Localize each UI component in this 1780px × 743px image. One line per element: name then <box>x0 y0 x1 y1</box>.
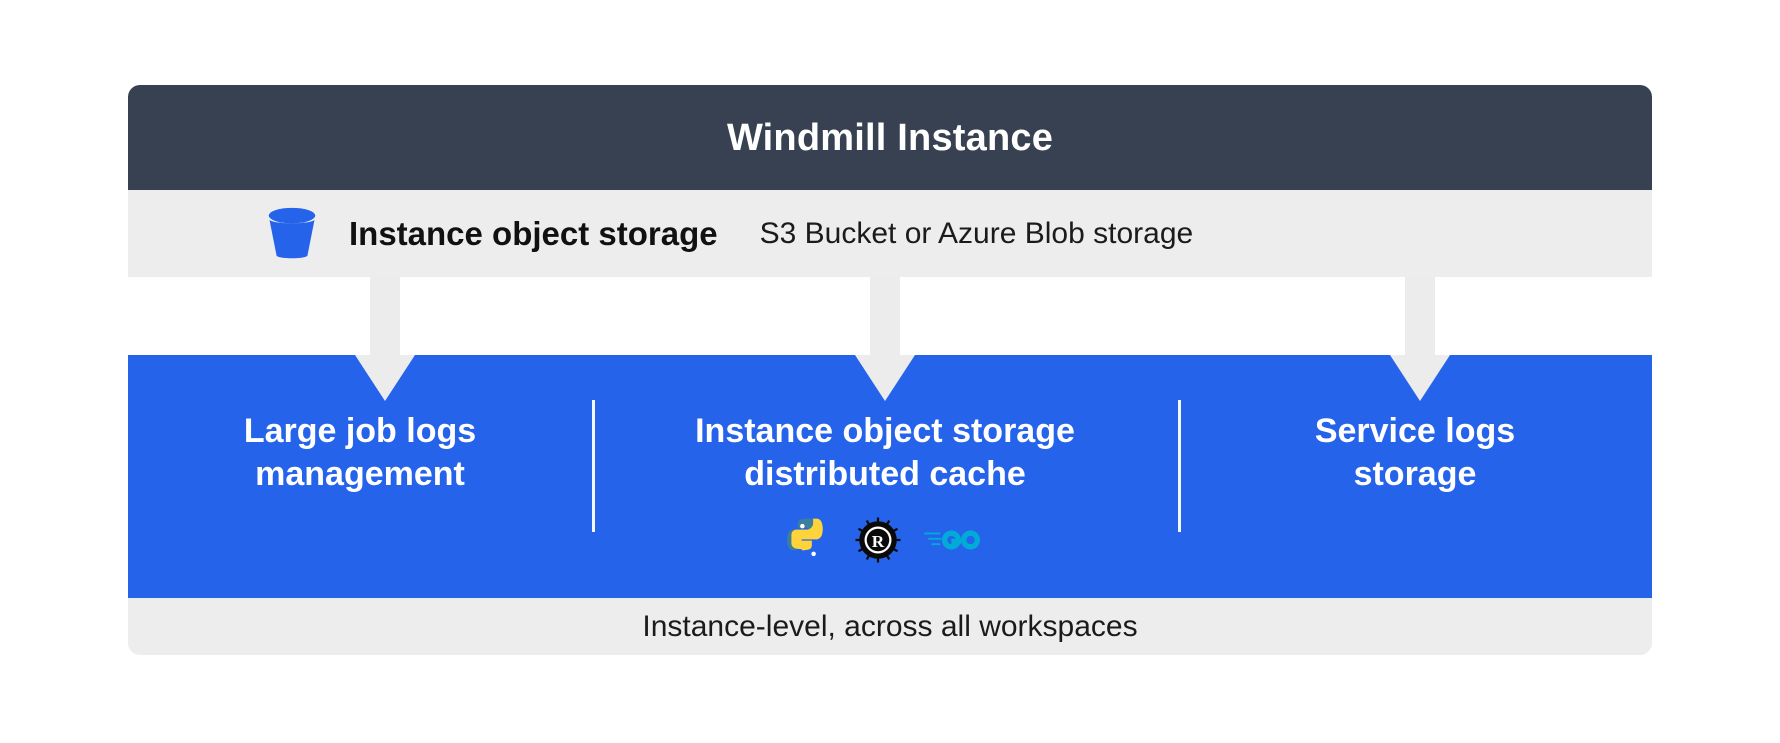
column-divider-2 <box>1178 400 1181 532</box>
bucket-icon <box>268 207 316 258</box>
rust-logo-icon: R <box>855 517 901 563</box>
arrow-head-middle <box>855 355 915 401</box>
page-title: Windmill Instance <box>726 116 1054 159</box>
language-logos: R <box>784 514 986 566</box>
feature-title: Large job logs management <box>243 412 477 493</box>
python-logo-icon <box>786 518 823 556</box>
instance-object-storage-description: S3 Bucket or Azure Blob storage <box>759 216 1194 250</box>
feature-columns: Large job logs management Instance objec… <box>128 355 1652 598</box>
svg-text:R: R <box>872 531 885 550</box>
arrow-shaft-middle <box>870 277 900 355</box>
instance-object-storage-label: Instance object storage <box>349 214 718 252</box>
windmill-instance-card: Windmill Instance Instance object storag… <box>128 85 1652 655</box>
feature-column-service-logs: Service logs storage <box>1178 355 1652 496</box>
feature-column-distributed-cache: Instance object storage distributed cach… <box>592 355 1178 566</box>
header-band: Windmill Instance <box>128 85 1652 190</box>
feature-title: Service logs storage <box>1314 412 1516 493</box>
instance-object-storage-row: Instance object storage S3 Bucket or Azu… <box>128 190 1652 277</box>
column-divider-1 <box>592 400 595 532</box>
features-panel: Large job logs management Instance objec… <box>128 355 1652 598</box>
arrow-shaft-right <box>1405 277 1435 355</box>
arrow-head-left <box>355 355 415 401</box>
arrow-head-right <box>1390 355 1450 401</box>
feature-column-large-job-logs: Large job logs management <box>128 355 592 496</box>
footer-caption: Instance-level, across all workspaces <box>642 609 1138 643</box>
arrow-shaft-left <box>370 277 400 355</box>
footer-band: Instance-level, across all workspaces <box>128 598 1652 655</box>
feature-title: Instance object storage distributed cach… <box>695 412 1075 493</box>
go-logo-icon <box>924 530 981 550</box>
connector-region <box>128 277 1652 355</box>
